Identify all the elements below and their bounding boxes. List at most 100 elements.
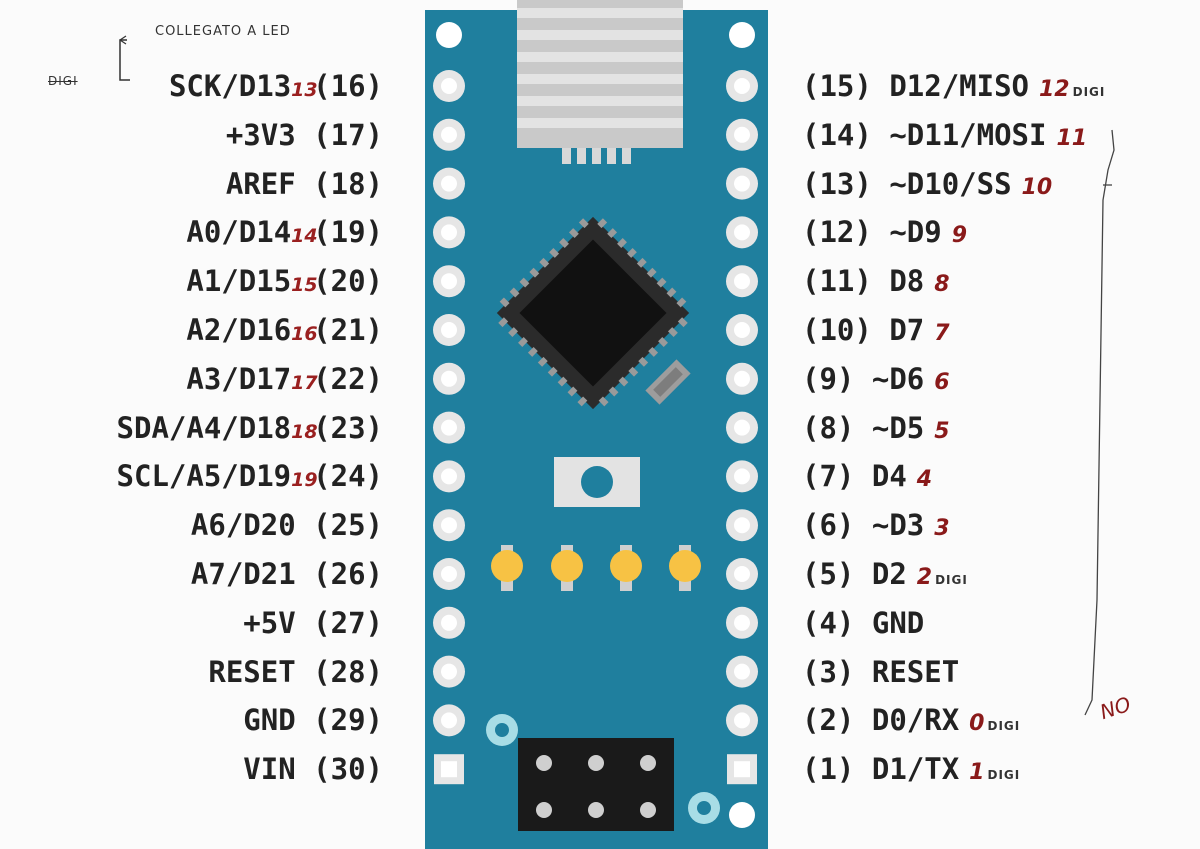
handwritten-pin-number: 3: [934, 516, 950, 542]
handwritten-pin-number: 16: [291, 323, 318, 345]
left-pin-label: GND (29): [243, 703, 383, 737]
handwritten-pin-number: 7: [934, 321, 950, 346]
pin-number: (12): [802, 215, 872, 250]
pin-name: SCK/D13: [168, 69, 292, 103]
pin-number: (2): [802, 703, 855, 738]
pin-name: ~D6: [871, 361, 925, 396]
pin-number: (24): [313, 459, 383, 494]
small-ic: [645, 359, 691, 405]
pin-number: (28): [295, 654, 383, 689]
pin-hole: [734, 273, 750, 290]
pin-hole: [734, 566, 750, 582]
pin-hole: [734, 712, 750, 729]
pin-number: (6): [802, 508, 855, 543]
pin-number: (3): [802, 654, 855, 689]
pin-name: D2: [871, 557, 907, 591]
handwritten-pin-number: 10: [1021, 174, 1053, 200]
left-pin-label: AREF (18): [226, 167, 383, 201]
handwritten-pin-number: 19: [291, 469, 318, 492]
via: [697, 801, 711, 815]
pencil-arrow: [119, 35, 127, 45]
pin-hole: [734, 126, 750, 143]
mounting-hole: [436, 22, 462, 48]
pin-name: A6/D20: [190, 508, 296, 543]
handwritten-pin-number: 12: [1039, 77, 1070, 102]
pin-number: (25): [295, 508, 383, 543]
pin-name: ~D11/MOSI: [889, 117, 1047, 152]
left-pin-header: [433, 70, 465, 785]
left-pin-label: +5V (27): [243, 606, 383, 640]
handwritten-pin-number: 13: [291, 79, 318, 101]
handwritten-pin-number: 17: [291, 371, 318, 394]
handwritten-digi-tag: DIGI: [987, 719, 1021, 734]
pin-hole: [441, 224, 457, 241]
pin-name: ~D5: [871, 410, 925, 445]
right-pin-label: (12) ~D9 9: [802, 215, 967, 249]
left-pin-label: SDA/A4/D1818(23): [117, 411, 383, 445]
handwritten-pin-number: 18: [291, 420, 318, 443]
pin-hole: [441, 322, 457, 338]
pin-name: SDA/A4/D18: [116, 410, 292, 445]
pin-number: (13): [802, 166, 872, 201]
pin-number: (16): [313, 69, 383, 103]
pin-number: (29): [295, 703, 383, 738]
left-pin-label: SCL/A5/D1919(24): [117, 459, 383, 493]
pin-name: ~D3: [871, 508, 925, 543]
pin-name: A1/D15: [186, 264, 292, 299]
pin-hole: [734, 78, 750, 94]
mounting-hole: [729, 802, 755, 828]
handwritten-digi-tag: DIGI: [987, 768, 1021, 783]
pen-bracket: [1084, 129, 1115, 716]
left-pin-label: A7/D21 (26): [191, 557, 383, 591]
pin-name: ~D9: [889, 215, 942, 250]
pin-name: GND: [243, 703, 296, 738]
pin-number: (17): [295, 117, 383, 152]
right-pin-label: (4) GND: [802, 606, 924, 640]
pin-number: (30): [295, 752, 383, 787]
pin-number: (7): [802, 459, 855, 494]
handwritten-pin-number: 11: [1056, 125, 1088, 151]
pencil-bracket: [119, 39, 130, 81]
left-pin-label: A3/D1717(22): [186, 362, 383, 396]
right-pin-label: (3) RESET: [802, 655, 959, 689]
handwritten-digi-tag-left: DIGI: [48, 74, 78, 88]
pin-name: +3V3: [225, 117, 296, 152]
handwritten-pin-number: 8: [934, 272, 950, 298]
handwritten-pin-number: 9: [951, 223, 968, 249]
pin-hole: [441, 614, 457, 631]
pin-hole: [734, 517, 750, 534]
pin-name: SCL/A5/D19: [116, 459, 292, 494]
pin-hole: [734, 761, 750, 778]
pin-name: A2/D16: [186, 313, 292, 347]
pin-hole: [734, 370, 750, 387]
pin-number: (4): [802, 605, 855, 640]
pin-number: (8): [802, 410, 855, 445]
pin-hole: [441, 419, 457, 436]
pin-hole: [441, 468, 457, 485]
pin-number: (26): [295, 557, 383, 591]
pin-hole: [441, 370, 457, 387]
microcontroller-chip: [496, 216, 690, 410]
handwritten-pin-number: 4: [916, 467, 933, 493]
pin-name: A3/D17: [186, 361, 292, 396]
via: [495, 723, 509, 737]
handwritten-pin-number: 0: [969, 711, 985, 737]
pin-number: (1): [802, 752, 855, 787]
left-pin-label: A1/D1515(20): [186, 264, 383, 298]
pin-number: (11): [802, 264, 872, 299]
status-leds: [491, 545, 701, 591]
pin-name: VIN: [243, 752, 296, 787]
left-pin-label: A6/D20 (25): [191, 508, 383, 542]
pin-hole: [734, 175, 750, 192]
pin-number: (20): [313, 264, 383, 299]
pin-number: (22): [313, 361, 383, 396]
left-pin-label: RESET (28): [208, 655, 383, 689]
pin-number: (19): [313, 215, 383, 250]
